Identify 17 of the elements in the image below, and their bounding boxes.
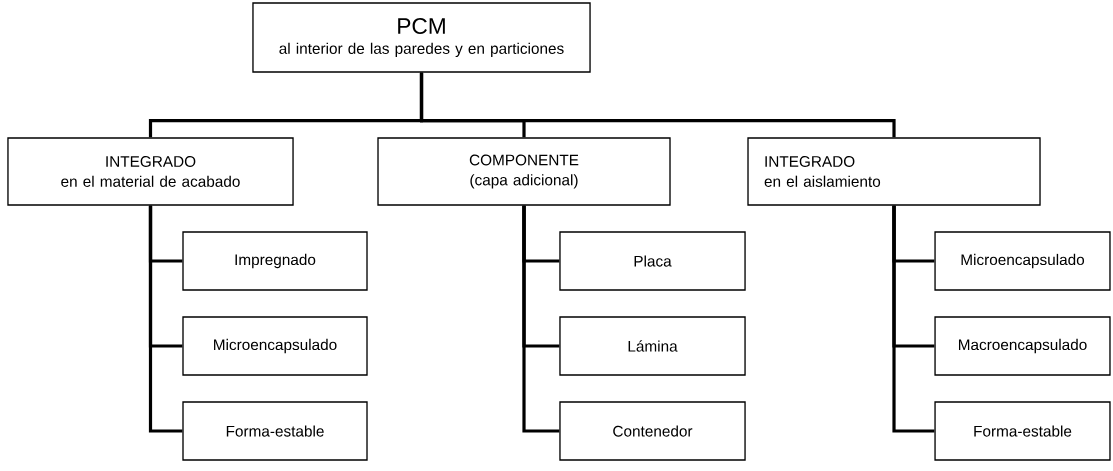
leaf-box: Forma-estable (182, 401, 368, 461)
root-box: PCM al interior de las paredes y en particiones (252, 2, 591, 73)
category-box: INTEGRADO en el material de acabado (7, 137, 294, 206)
connector-line (148, 205, 183, 433)
connector-line (522, 205, 560, 433)
leaf-box: Lámina (559, 316, 746, 376)
connector-line (419, 72, 896, 138)
connector-line (892, 205, 935, 433)
category-box: COMPONENTE (capa adicional) (377, 137, 671, 206)
leaf-box: Macroencapsulado (934, 316, 1111, 376)
leaf-box: Forma-estable (934, 401, 1111, 461)
leaf-box: Contenedor (559, 401, 746, 461)
leaf-box: Microencapsulado (182, 316, 368, 376)
leaf-box: Microencapsulado (934, 231, 1111, 291)
leaf-box: Placa (559, 231, 746, 291)
leaf-box: Impregnado (182, 231, 368, 291)
category-box: INTEGRADO en el aislamiento (747, 137, 1041, 206)
